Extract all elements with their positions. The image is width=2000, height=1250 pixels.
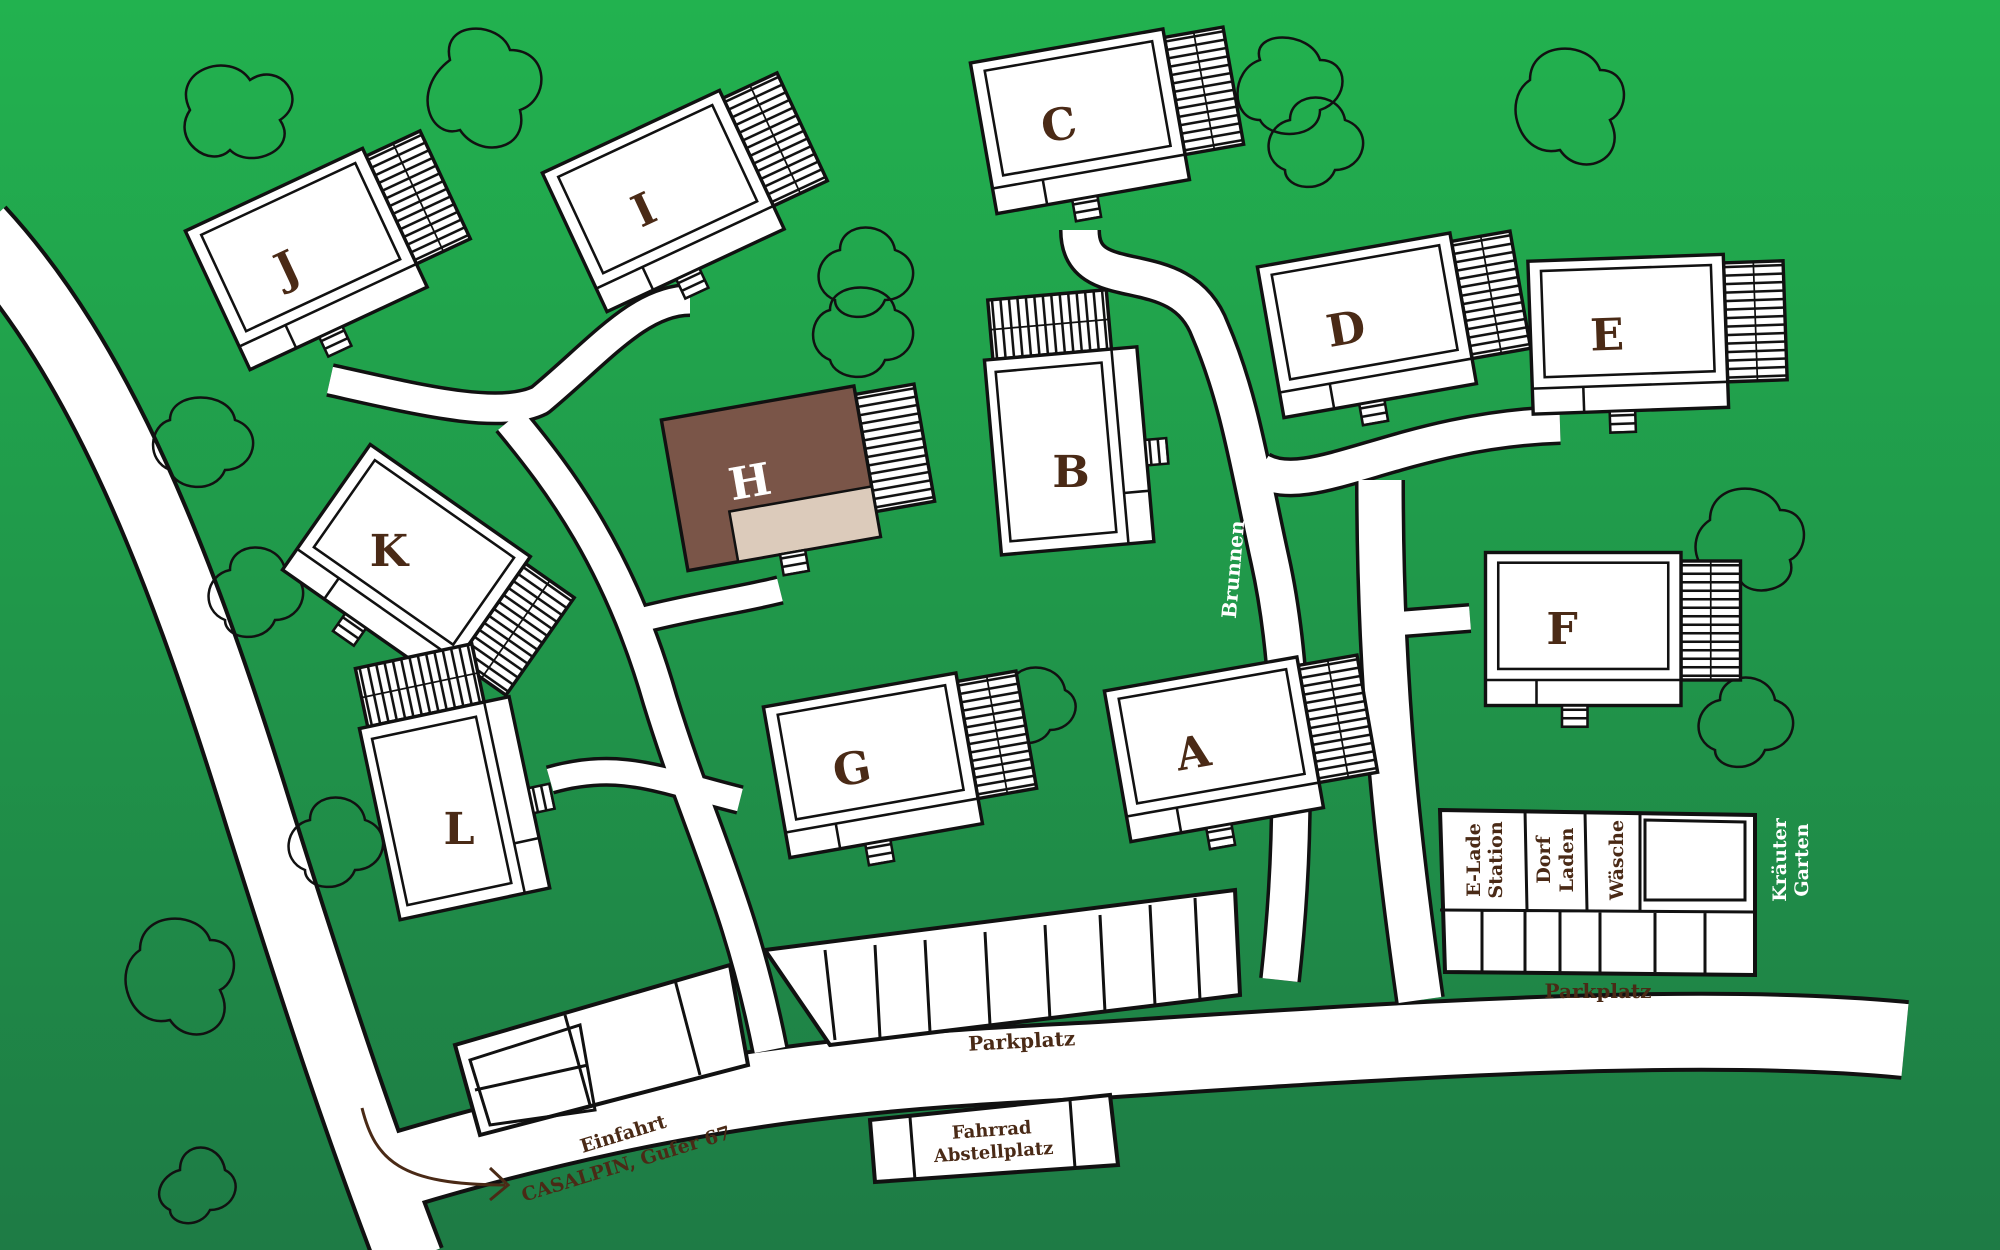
tree-icon [1236,36,1344,136]
bike-parking: Fahrrad Abstellplatz [867,1092,1121,1185]
label-parkplatz-center: Parkplatz [968,1026,1076,1056]
tree-icon [207,546,305,639]
building-letter: H [725,453,775,511]
building-f[interactable]: F [1483,550,1743,729]
entrance-arrow-icon [360,1107,511,1202]
building-i[interactable]: I [540,63,849,333]
service-buildings: E-Lade Station Dorf Laden Wäsche [1437,807,1757,978]
roads [0,205,1909,1250]
trees [124,27,1806,1225]
label-parkplatz-right: Parkplatz [1545,979,1652,1003]
building-d[interactable]: D [1255,220,1541,441]
building-letter: B [1052,446,1089,498]
building-letter: D [1323,300,1370,358]
parking-area-left [452,962,751,1138]
building-e[interactable]: E [1526,250,1791,438]
building-c[interactable]: C [968,16,1254,237]
building-j[interactable]: J [183,121,492,391]
tree-icon [1514,47,1626,166]
tree-icon [811,286,915,379]
label-dorf-laden: Dorf [1533,835,1555,884]
building-k[interactable]: K [268,442,581,736]
building-letter: L [443,803,474,855]
tree-icon [158,1146,237,1225]
label-waesche: Wäsche [1606,820,1628,901]
building-h[interactable]: H [659,376,942,592]
tree-icon [124,917,236,1036]
building-b[interactable]: B [977,283,1177,557]
building-letter: E [1589,308,1624,361]
tree-icon [426,27,543,149]
tree-icon [1267,96,1365,189]
tree-icon [183,64,294,160]
building-letter: G [829,740,875,798]
label-garten: Garten [1791,823,1813,896]
tree-icon [151,396,255,489]
label-dorf-laden-2: Laden [1556,827,1578,892]
tree-icon [1697,676,1795,769]
label-kraeuter: Kräuter [1769,817,1791,902]
building-letter: F [1546,603,1577,655]
building-a[interactable]: A [1102,644,1388,865]
label-e-lade-station: E-Lade [1463,823,1485,897]
parking-area-center [761,887,1243,1048]
tree-icon [817,226,915,319]
label-e-lade-station-2: Station [1485,821,1507,898]
building-l[interactable]: L [345,632,573,922]
building-letter: K [370,525,410,577]
tree-icon [287,796,385,889]
building-g[interactable]: G [761,660,1047,881]
